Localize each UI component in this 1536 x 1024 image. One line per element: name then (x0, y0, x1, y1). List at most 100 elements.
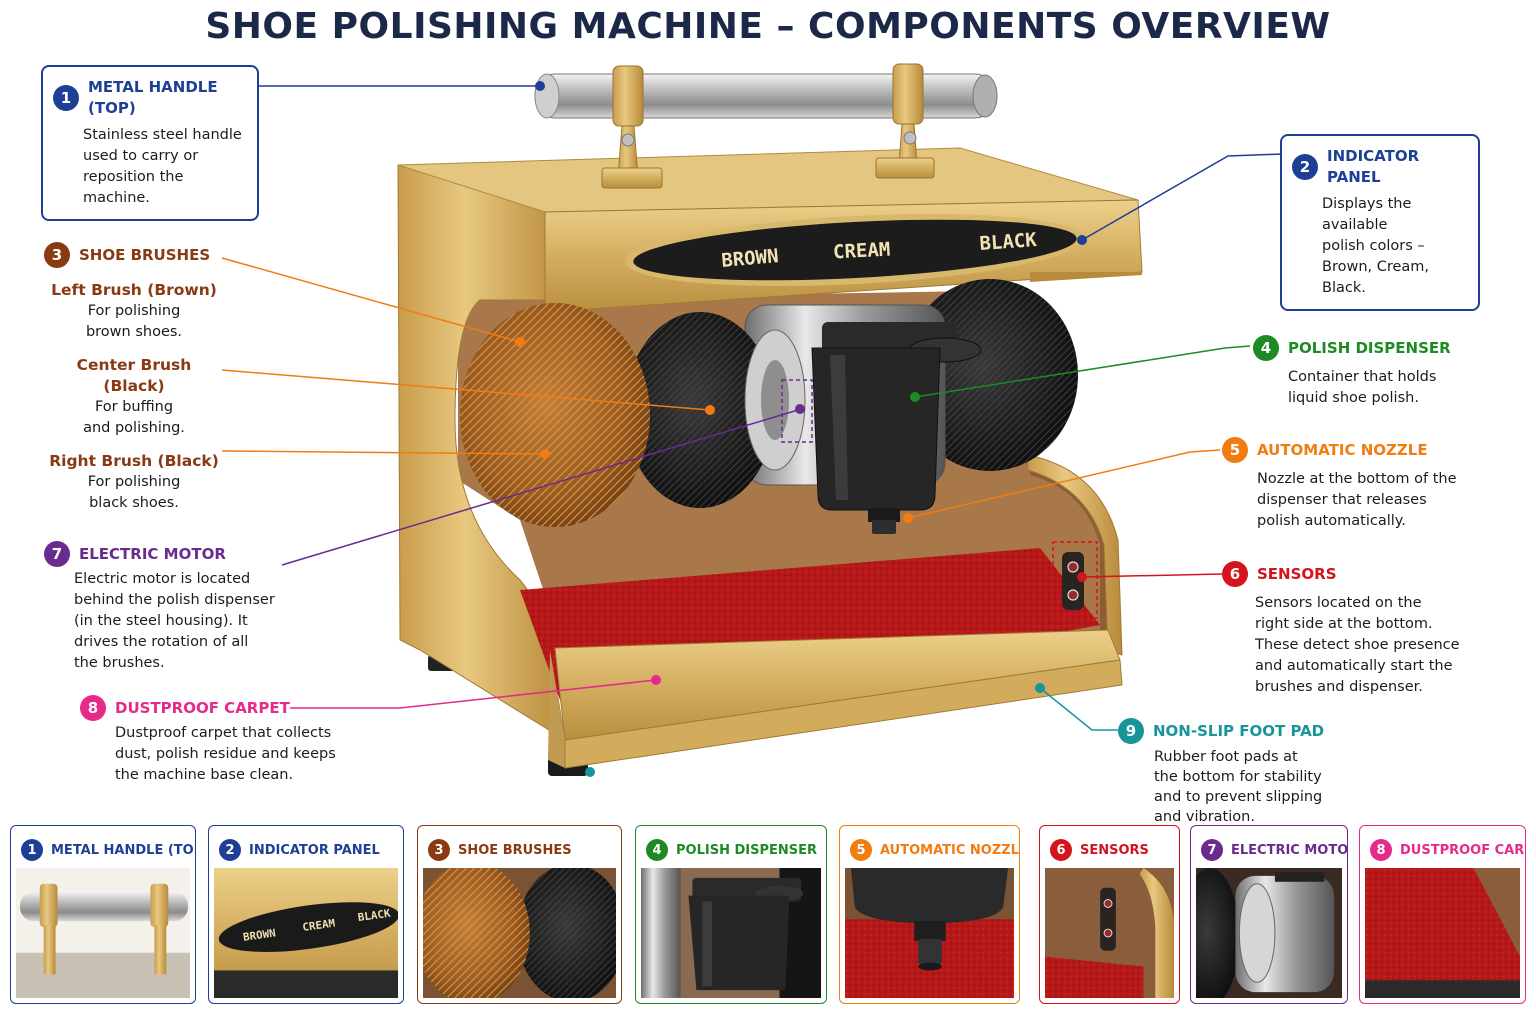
callout-title: POLISH DISPENSER (1288, 338, 1451, 357)
callout-indicator-panel: 2 INDICATOR PANEL Displays the available… (1280, 134, 1480, 311)
callout-title: AUTOMATIC NOZZLE (1257, 440, 1428, 459)
thumbnail-image (845, 868, 1014, 998)
callout-desc-line: Rubber foot pads at (1154, 749, 1298, 765)
callout-desc-line: Electric motor is located (74, 571, 251, 587)
thumbnail-automatic-nozzle[interactable]: 5 AUTOMATIC NOZZLE (839, 825, 1020, 1004)
callout-desc-line: Brown, Cream, Black. (1322, 259, 1430, 296)
callout-desc-line: used to carry or (83, 148, 199, 164)
brush-desc-line: For polishing (87, 303, 181, 319)
callout-desc-line: polish automatically. (1257, 513, 1406, 529)
brush-name-center: Center Brush (Black) (76, 356, 192, 395)
brush-desc-line: black shoes. (89, 495, 179, 511)
callout-desc-line: polish colors – (1322, 238, 1425, 254)
callout-desc-line: These detect shoe presence (1255, 637, 1460, 653)
thumbnail-indicator-panel[interactable]: 2 INDICATOR PANEL BROWN CREAM BLACK (208, 825, 404, 1004)
number-badge: 7 (44, 541, 70, 567)
brush-desc-line: and polishing. (83, 420, 185, 436)
callout-metal-handle: 1 METAL HANDLE (TOP) Stainless steel han… (41, 65, 259, 221)
thumbnail-sensors[interactable]: 6 SENSORS (1039, 825, 1180, 1004)
callout-desc-line: and vibration. (1154, 809, 1255, 825)
thumbnail-image (16, 868, 190, 998)
thumbnail-image (1045, 868, 1174, 998)
thumbnail-image (641, 868, 821, 998)
callout-desc-line: Displays the available (1322, 196, 1412, 233)
callout-title: DUSTPROOF CARPET (115, 698, 290, 717)
number-badge: 6 (1050, 839, 1072, 861)
thumbnail-electric-motor[interactable]: 7 ELECTRIC MOTOR (1190, 825, 1348, 1004)
brush-desc-line: brown shoes. (85, 324, 183, 340)
callout-automatic-nozzle: 5 AUTOMATIC NOZZLE Nozzle at the bottom … (1222, 437, 1482, 532)
callout-dustproof-carpet: 8 DUSTPROOF CARPET Dustproof carpet that… (80, 695, 350, 786)
callout-non-slip-foot-pad: 9 NON-SLIP FOOT PAD Rubber foot pads at … (1118, 718, 1358, 827)
number-badge: 4 (646, 839, 668, 861)
thumbnail-title: DUSTPROOF CARPET (1400, 842, 1525, 858)
thumb-panel-label: BROWN (242, 926, 276, 943)
number-badge: 3 (428, 839, 450, 861)
callout-desc-line: Nozzle at the bottom of the (1257, 471, 1457, 487)
number-badge: 7 (1201, 839, 1223, 861)
callout-sensors: 6 SENSORS Sensors located on the right s… (1222, 561, 1482, 698)
callout-desc-line: dust, polish residue and keeps (115, 746, 336, 762)
brush-desc-line: For buffing (94, 399, 174, 415)
number-badge: 9 (1118, 718, 1144, 744)
callout-desc-line: behind the polish dispenser (74, 592, 275, 608)
panel-label-cream: CREAM (833, 239, 891, 264)
callout-desc-line: (in the steel housing). It (74, 613, 248, 629)
thumbnail-title: POLISH DISPENSER (676, 842, 818, 858)
number-badge: 8 (1370, 839, 1392, 861)
thumb-panel-label: BLACK (357, 907, 392, 924)
number-badge: 1 (53, 85, 79, 111)
callout-desc-line: dispenser that releases (1257, 492, 1427, 508)
page-title: SHOE POLISHING MACHINE – COMPONENTS OVER… (205, 6, 1331, 47)
thumb-panel-label: CREAM (302, 917, 337, 934)
number-badge: 6 (1222, 561, 1248, 587)
number-badge: 1 (21, 839, 43, 861)
brush-name-left: Left Brush (Brown) (51, 281, 217, 299)
callout-desc-line: Stainless steel handle (83, 127, 242, 143)
thumbnail-title: INDICATOR PANEL (249, 842, 380, 858)
callout-electric-motor: 7 ELECTRIC MOTOR Electric motor is locat… (44, 541, 284, 674)
callout-desc-line: right side at the bottom. (1255, 616, 1433, 632)
brush-desc-line: For polishing (87, 474, 181, 490)
number-badge: 5 (850, 839, 872, 861)
number-badge: 2 (1292, 154, 1318, 180)
callout-shoe-brushes: 3 SHOE BRUSHES Left Brush (Brown) For po… (44, 242, 224, 526)
callout-desc-line: and to prevent slipping (1154, 789, 1323, 805)
callout-desc-line: Dustproof carpet that collects (115, 725, 332, 741)
thumbnail-image (1196, 868, 1342, 998)
thumbnail-title: METAL HANDLE (TOP) (51, 842, 196, 858)
callout-desc-line: drives the rotation of all (74, 634, 249, 650)
callout-desc-line: reposition the machine. (83, 169, 184, 206)
callout-title: METAL HANDLE (TOP) (88, 78, 218, 117)
callout-desc-line: the bottom for stability (1154, 769, 1322, 785)
thumbnail-shoe-brushes[interactable]: 3 SHOE BRUSHES (417, 825, 622, 1004)
thumbnail-metal-handle[interactable]: 1 METAL HANDLE (TOP) (10, 825, 196, 1004)
callout-desc-line: Sensors located on the (1255, 595, 1422, 611)
callout-title: NON-SLIP FOOT PAD (1153, 722, 1325, 740)
callout-polish-dispenser: 4 POLISH DISPENSER Container that holds … (1253, 335, 1483, 409)
callout-desc-line: liquid shoe polish. (1288, 390, 1419, 406)
number-badge: 3 (44, 242, 70, 268)
callout-title: SHOE BRUSHES (79, 245, 211, 264)
thumbnail-title: ELECTRIC MOTOR (1231, 842, 1348, 858)
thumbnail-image (1365, 868, 1520, 998)
number-badge: 4 (1253, 335, 1279, 361)
callout-desc-line: the brushes. (74, 655, 165, 671)
thumbnail-title: SHOE BRUSHES (458, 842, 572, 858)
callout-title: SENSORS (1257, 564, 1337, 583)
panel-label-black: BLACK (979, 229, 1038, 255)
number-badge: 2 (219, 839, 241, 861)
thumbnail-polish-dispenser[interactable]: 4 POLISH DISPENSER (635, 825, 827, 1004)
number-badge: 5 (1222, 437, 1248, 463)
brush-name-right: Right Brush (Black) (49, 452, 219, 470)
callout-title: INDICATOR PANEL (1327, 147, 1420, 186)
callout-desc-line: and automatically start the (1255, 658, 1453, 674)
thumbnail-dustproof-carpet[interactable]: 8 DUSTPROOF CARPET (1359, 825, 1526, 1004)
thumbnail-image: BROWN CREAM BLACK (214, 868, 398, 998)
thumbnail-title: AUTOMATIC NOZZLE (880, 842, 1020, 858)
number-badge: 8 (80, 695, 106, 721)
panel-label-brown: BROWN (721, 245, 780, 272)
callout-title: ELECTRIC MOTOR (79, 544, 226, 563)
thumbnail-image (423, 868, 616, 998)
